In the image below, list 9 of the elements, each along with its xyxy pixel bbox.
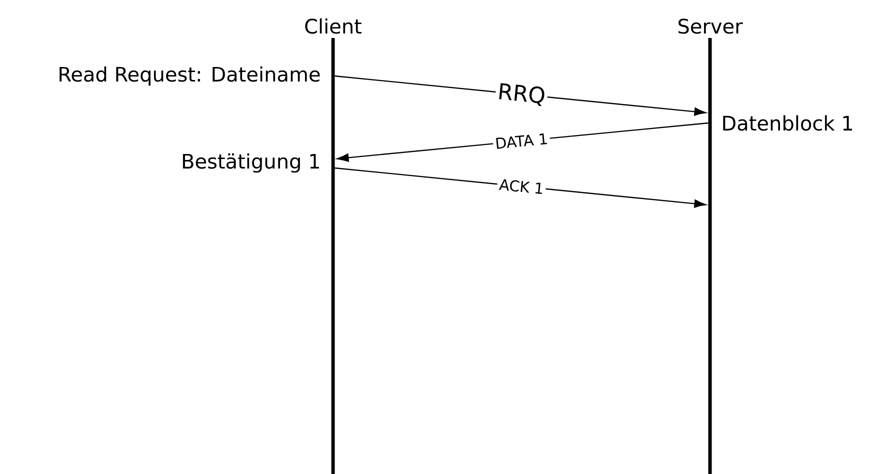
- node-label: Server: [678, 18, 743, 34]
- edge-label: ACK 1: [496, 176, 546, 197]
- node-label: Client: [305, 18, 362, 34]
- message-arrow: [334, 167, 706, 208]
- message-note: Read Request: Dateiname: [60, 66, 320, 86]
- edge-label: DATA 1: [492, 130, 551, 152]
- edge-label: RRQ: [494, 80, 548, 109]
- message-note: Bestätigung 1: [183, 153, 319, 173]
- message-note: Datenblock 1: [723, 115, 852, 131]
